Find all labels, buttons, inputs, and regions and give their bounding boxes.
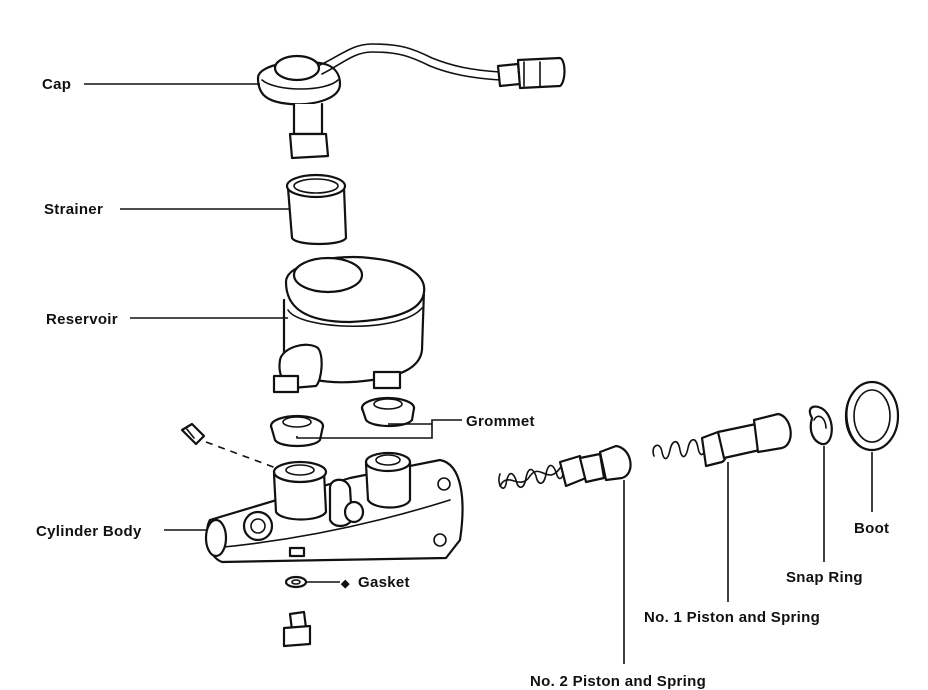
leader-lines	[84, 83, 873, 664]
label-grommet: Grommet	[466, 413, 535, 430]
grommet-right	[360, 396, 416, 428]
label-cylinder-body: Cylinder Body	[36, 523, 142, 540]
union-fitting-part	[282, 610, 312, 648]
label-boot: Boot	[854, 520, 889, 537]
reservoir-part	[272, 255, 426, 394]
grommet-left	[269, 414, 325, 448]
gasket-part	[284, 575, 308, 589]
label-no2-piston-and-spring: No. 2 Piston and Spring	[530, 673, 706, 690]
snap-ring-part	[808, 405, 833, 446]
label-cap: Cap	[42, 76, 71, 93]
label-reservoir: Reservoir	[46, 311, 118, 328]
cylinder-body-part	[204, 451, 464, 564]
label-snap-ring: Snap Ring	[786, 569, 863, 586]
boot-part	[844, 380, 900, 452]
no1-piston-spring-part	[652, 412, 792, 468]
gasket-marker-icon: ◆	[340, 578, 350, 590]
strainer-part	[285, 173, 348, 246]
label-gasket: Gasket	[358, 574, 410, 591]
cap-part	[256, 43, 566, 160]
bleeder-screw-part	[180, 422, 277, 469]
label-no1-piston-and-spring: No. 1 Piston and Spring	[644, 609, 820, 626]
label-strainer: Strainer	[44, 201, 103, 218]
no2-piston-spring-part	[498, 444, 632, 489]
